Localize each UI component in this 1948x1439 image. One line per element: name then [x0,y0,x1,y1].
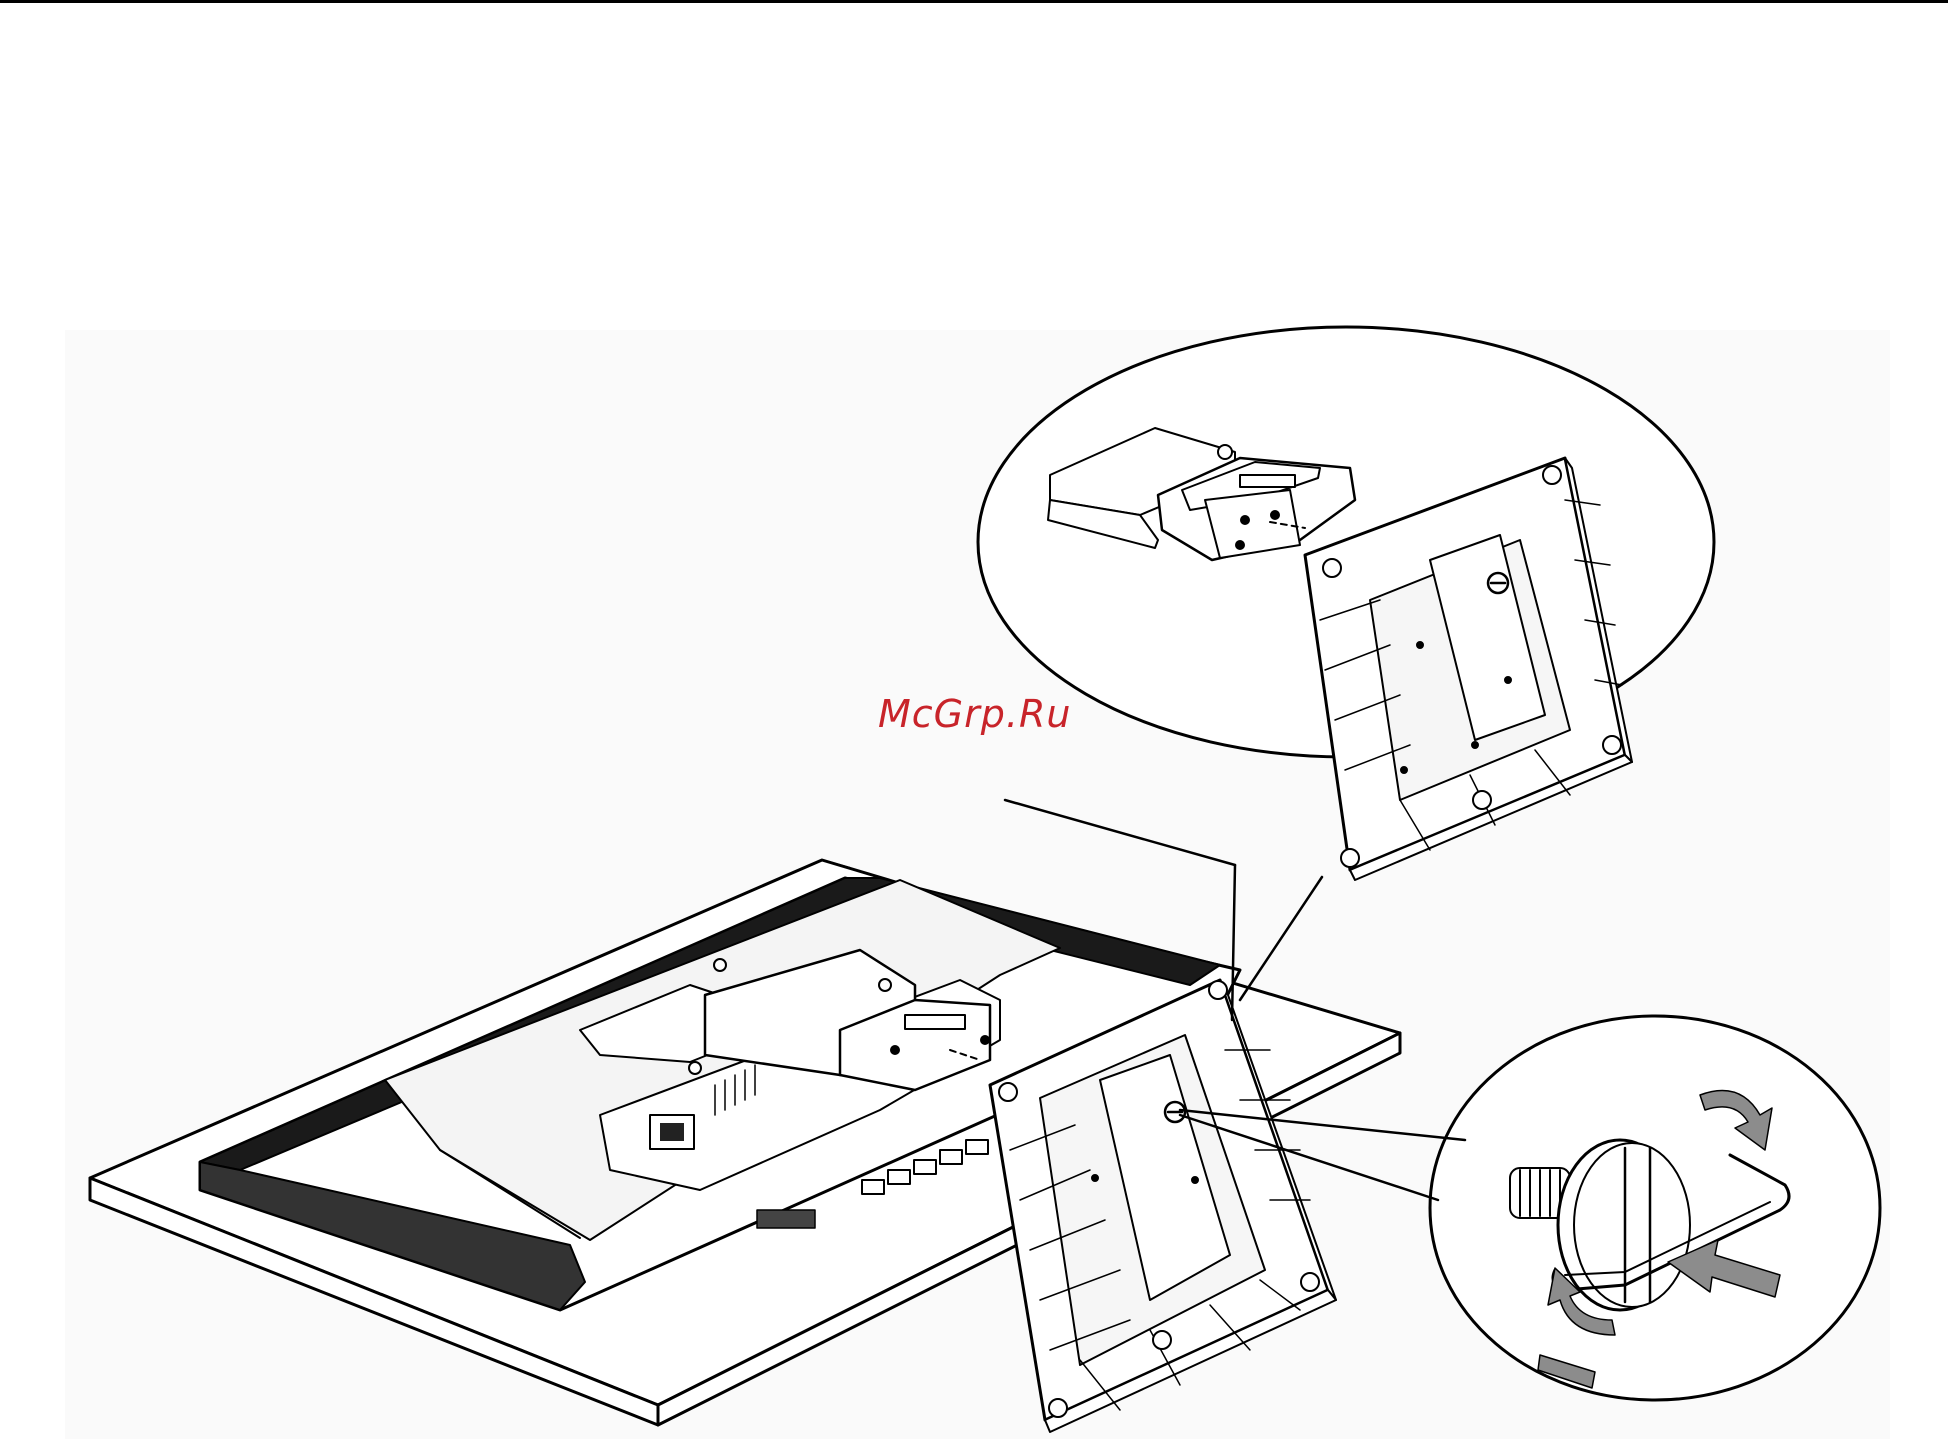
vga-port [757,1210,815,1228]
watermark-text: McGrp.Ru [878,692,1071,736]
